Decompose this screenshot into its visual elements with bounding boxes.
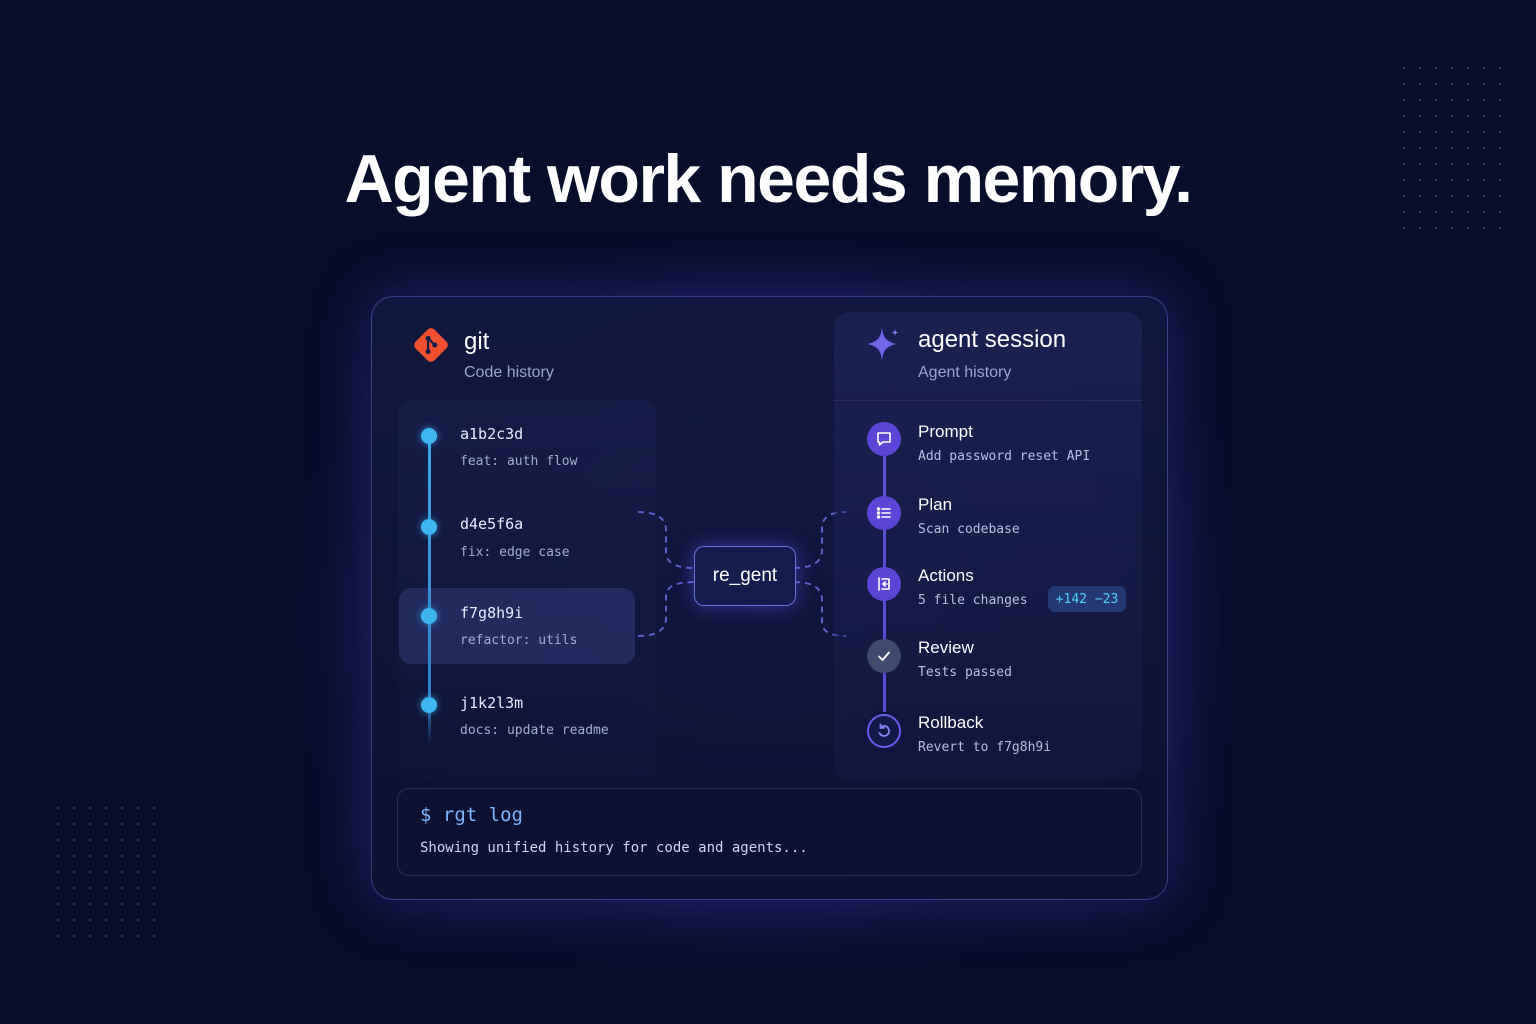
commit-hash[interactable]: a1b2c3d bbox=[460, 425, 524, 443]
undo-icon bbox=[867, 714, 901, 748]
dot-grid-decoration bbox=[50, 800, 160, 940]
agent-session-subtitle: Agent history bbox=[918, 364, 1012, 381]
step-title[interactable]: Review bbox=[918, 638, 974, 657]
step-title[interactable]: Plan bbox=[918, 495, 953, 514]
selected-commit-highlight[interactable] bbox=[399, 588, 635, 664]
commit-message: docs: update readme bbox=[460, 723, 609, 738]
file-change-icon bbox=[867, 567, 901, 601]
step-title[interactable]: Rollback bbox=[918, 713, 984, 732]
list-icon bbox=[867, 496, 901, 530]
commit-dot bbox=[421, 428, 437, 444]
dot-grid-decoration bbox=[1396, 60, 1506, 240]
commit-hash[interactable]: j1k2l3m bbox=[460, 694, 524, 712]
commit-message: fix: edge case bbox=[460, 545, 570, 560]
divider bbox=[834, 400, 1142, 401]
commit-hash[interactable]: f7g8h9i bbox=[460, 604, 524, 622]
agent-session-panel bbox=[834, 312, 1142, 780]
step-title[interactable]: Actions bbox=[918, 566, 974, 585]
commit-dot bbox=[421, 519, 437, 535]
commit-message: feat: auth flow bbox=[460, 454, 578, 469]
step-description: Tests passed bbox=[918, 665, 1012, 680]
step-description: 5 file changes bbox=[918, 593, 1028, 608]
check-icon bbox=[867, 639, 901, 673]
terminal-output: Showing unified history for code and age… bbox=[420, 840, 808, 856]
terminal-panel[interactable] bbox=[397, 788, 1142, 876]
commit-message: refactor: utils bbox=[460, 633, 578, 648]
commit-timeline bbox=[428, 436, 431, 746]
commit-hash[interactable]: d4e5f6a bbox=[460, 515, 524, 533]
git-subtitle: Code history bbox=[464, 364, 554, 381]
headline: Agent work needs memory. bbox=[344, 141, 1193, 217]
step-description: Scan codebase bbox=[918, 522, 1020, 537]
step-title[interactable]: Prompt bbox=[918, 422, 973, 441]
chat-bubble-icon bbox=[867, 422, 901, 456]
step-description: Add password reset API bbox=[918, 449, 1091, 464]
commit-dot bbox=[421, 697, 437, 713]
step-description: Revert to f7g8h9i bbox=[918, 740, 1052, 755]
agent-session-title: agent session bbox=[918, 326, 1067, 353]
terminal-command: $ rgt log bbox=[420, 804, 523, 826]
regent-node[interactable]: re_gent bbox=[694, 546, 796, 606]
git-logo-icon bbox=[414, 328, 448, 362]
diff-badge: +142 −23 bbox=[1048, 586, 1126, 612]
sparkle-icon bbox=[868, 328, 899, 360]
git-title: git bbox=[464, 328, 490, 355]
commit-dot bbox=[421, 608, 437, 624]
